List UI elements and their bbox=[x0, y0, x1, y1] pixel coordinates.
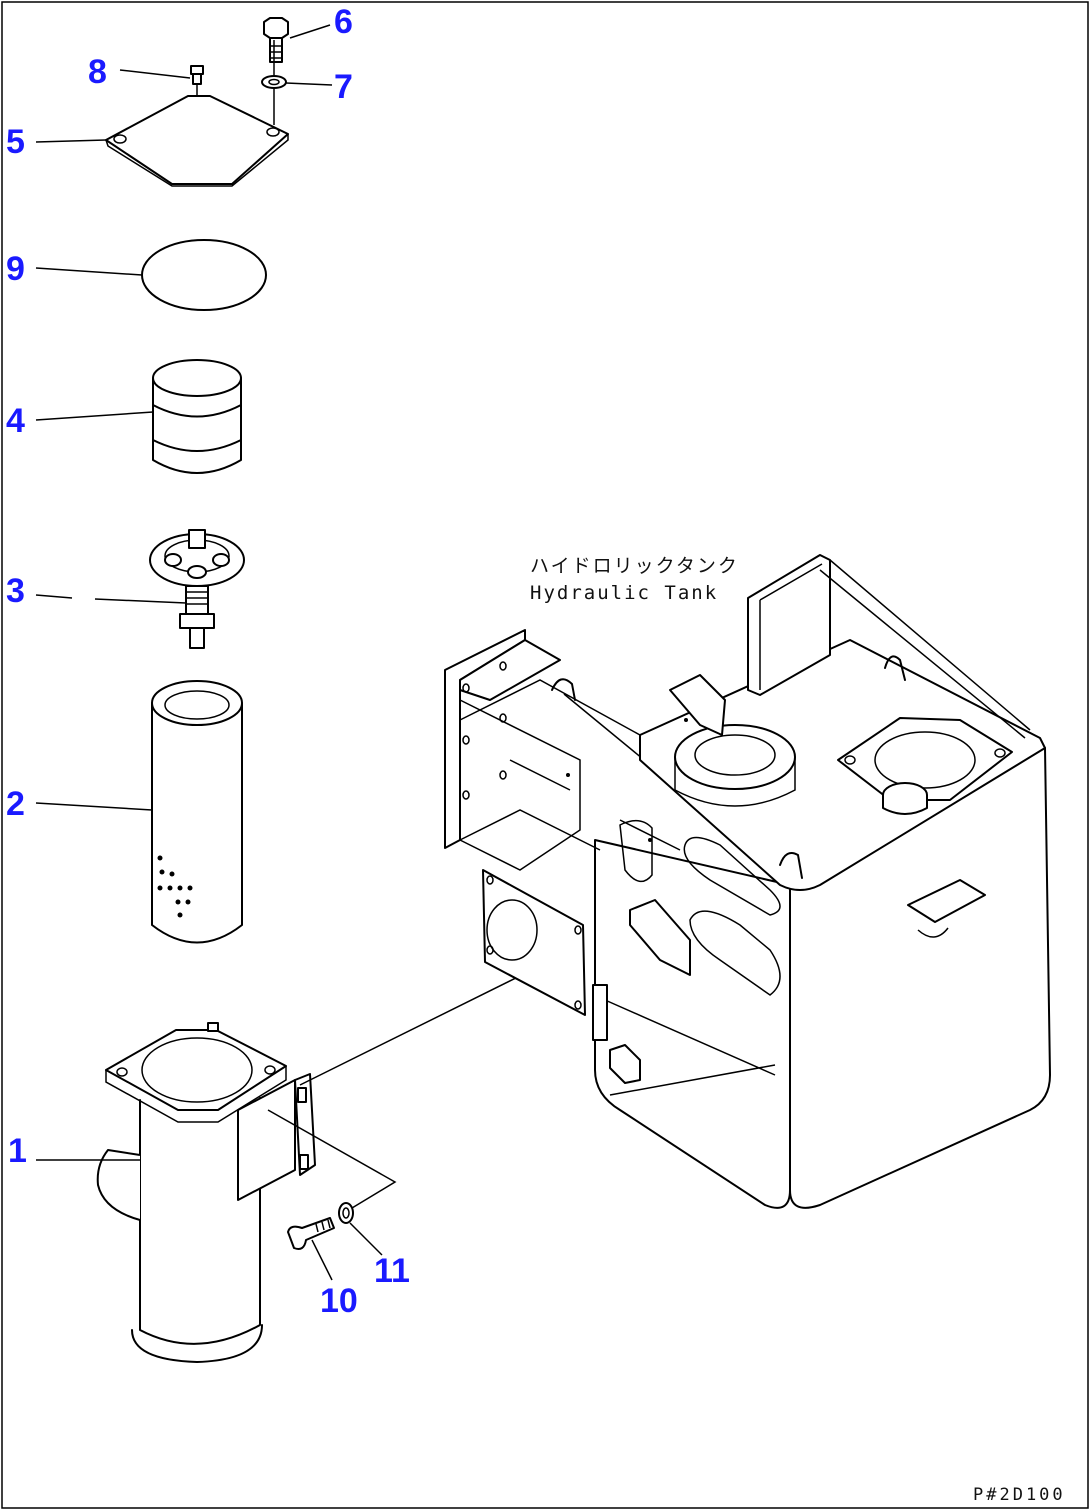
callout-8: 8 bbox=[88, 53, 107, 91]
leader-4 bbox=[35, 411, 154, 421]
callout-4: 4 bbox=[6, 402, 25, 440]
leader-11 bbox=[349, 1222, 383, 1256]
leader-2 bbox=[35, 802, 153, 811]
callout-3: 3 bbox=[6, 572, 25, 610]
filter-element-part-2 bbox=[151, 680, 243, 944]
callout-5: 5 bbox=[6, 123, 25, 161]
tank-label-english: Hydraulic Tank bbox=[530, 582, 718, 604]
assembly-line-case-tank bbox=[299, 967, 537, 1086]
filter-case-part-1 bbox=[96, 1022, 316, 1363]
leader-8 bbox=[119, 69, 191, 79]
o-ring-part-9 bbox=[141, 239, 267, 311]
bolt-part-10 bbox=[287, 1217, 335, 1250]
callout-9: 9 bbox=[6, 250, 25, 288]
leader-9 bbox=[35, 267, 143, 276]
leader-10 bbox=[311, 1239, 333, 1281]
callout-2: 2 bbox=[6, 785, 25, 823]
callout-11: 11 bbox=[374, 1252, 410, 1290]
hydraulic-tank bbox=[444, 554, 1051, 1209]
leader-5 bbox=[35, 139, 107, 143]
callout-6: 6 bbox=[334, 3, 353, 41]
washer-part-7 bbox=[261, 75, 287, 89]
cover-plate-part-5 bbox=[105, 95, 289, 187]
callout-7: 7 bbox=[334, 68, 353, 106]
leader-7 bbox=[285, 82, 333, 86]
leader-3a bbox=[35, 594, 73, 599]
leader-6 bbox=[289, 24, 331, 39]
callout-10: 10 bbox=[320, 1282, 358, 1320]
leader-3b bbox=[94, 598, 187, 604]
tank-label-japanese: ハイドロリックタンク bbox=[530, 555, 739, 577]
mount-guide-line bbox=[267, 1109, 397, 1209]
callout-1: 1 bbox=[8, 1132, 27, 1170]
bolt-part-6 bbox=[263, 17, 289, 63]
bellows-part-4 bbox=[152, 359, 242, 474]
drawing-code: P#2D100 bbox=[973, 1485, 1066, 1505]
valve-assembly-part-3 bbox=[149, 529, 245, 649]
plug-part-8 bbox=[190, 65, 204, 85]
washer-part-11 bbox=[338, 1202, 354, 1224]
